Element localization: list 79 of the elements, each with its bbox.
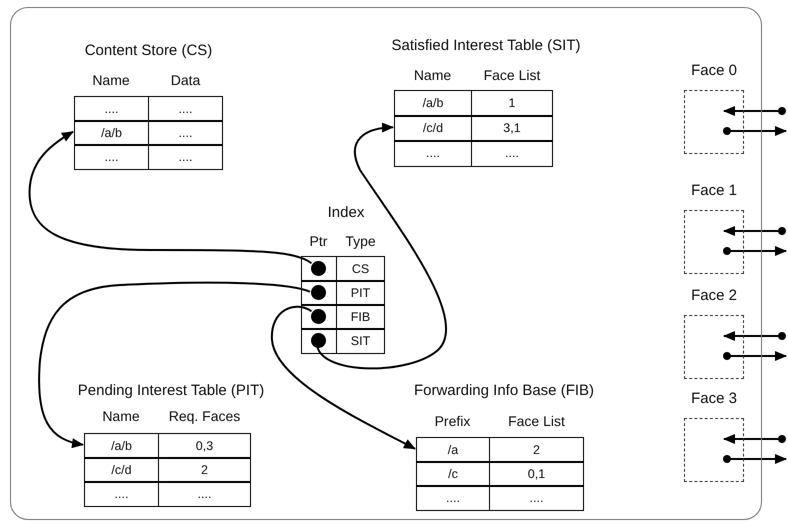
column-header: Face List [482,67,542,83]
table-cell-text: 2 [200,462,209,479]
table-row [74,120,223,146]
router-frame [10,7,762,520]
table-cell-text: .... [178,148,194,166]
table-row [301,256,385,282]
interface-arrow [723,226,786,236]
pointer-arrow [271,306,416,450]
table-cell: /c [417,462,490,486]
column-header: Data [170,72,202,88]
table-title: Satisfied Interest Table (SIT) [390,37,582,55]
table-row [84,457,251,482]
table-cell-text: CS [350,260,370,278]
face-label: Face 2 [690,287,738,305]
table-cell-text: 0,1 [526,466,546,483]
column-header: Name [101,408,141,424]
table-cell-text: 1 [508,95,516,112]
column-header: Req. Faces [168,408,242,424]
table-row [394,140,553,166]
table-row [416,437,584,462]
table-title: Content Store (CS) [84,42,214,60]
table-cell: .... [75,97,149,120]
table-cell-text: FIB [350,308,372,326]
table-row [301,280,385,306]
table-cell-text: 3,1 [502,120,522,138]
interface-arrow [723,434,786,444]
column-header: Ptr [308,233,328,249]
table-row [416,485,584,510]
table-row [394,90,553,116]
table-cell-text: .... [528,490,544,507]
table-row [84,433,251,458]
column-header: Type [344,233,377,249]
table-row [301,328,385,354]
face-label: Face 3 [690,390,738,408]
table-cell-text: 2 [532,442,541,459]
table-cell: /a [417,438,490,462]
table-cell-text: 0,3 [194,438,214,455]
interface-arrow [723,106,786,116]
table-cell-text: .... [196,486,212,503]
pointer-dot [310,308,326,324]
table-row [301,304,385,330]
table-cell: /c/d [85,458,159,482]
table-cell: /a/b [75,121,149,144]
table-row [416,461,584,486]
table-row [394,115,553,142]
column-header: Name [91,72,131,88]
interface-arrow [723,454,787,464]
table-cell-text: SIT [350,332,372,350]
pointer-arrow [28,130,312,264]
column-header: Face List [507,413,566,429]
table-row [74,96,223,122]
table-row [84,481,251,506]
table-cell: /a/b [395,91,472,116]
interface-arrow [723,246,787,256]
table-title: Index [326,204,366,222]
pointer-arrow [38,282,310,448]
face-label: Face 1 [690,182,738,200]
column-header: Name [412,67,452,83]
table-cell-text: .... [178,124,194,142]
table-cell: /a/b [85,434,159,458]
table-cell-text: .... [178,100,194,118]
pointer-dot [310,332,326,348]
interface-arrow [723,351,787,361]
table-cell: .... [85,482,159,506]
table-cell: /c/d [395,116,472,140]
table-title: Forwarding Info Base (FIB) [412,382,596,400]
column-header: Prefix [434,413,472,429]
table-cell-text: .... [504,145,520,162]
pointer-dot [310,260,326,276]
interface-arrow [723,126,787,136]
table-row [74,144,223,170]
table-cell-text: PIT [350,284,372,302]
face-label: Face 0 [690,62,738,80]
interface-arrow [723,331,786,341]
table-cell: .... [75,145,149,168]
pointer-dot [310,284,326,300]
table-cell: .... [417,486,490,510]
table-cell: .... [395,141,472,166]
table-title: Pending Interest Table (PIT) [76,382,266,400]
